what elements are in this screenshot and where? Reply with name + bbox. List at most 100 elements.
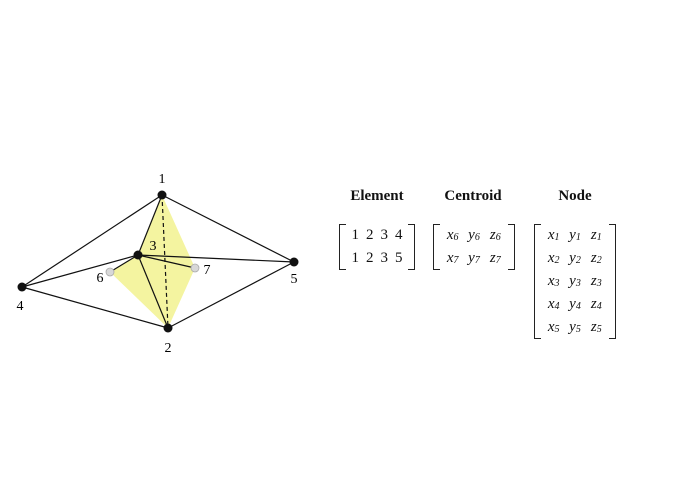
- coordinate-symbol: x: [547, 250, 555, 266]
- edge-3-2: [137, 254, 169, 329]
- coordinate-index: 7: [453, 255, 459, 266]
- coordinate-symbol: z: [590, 296, 597, 312]
- node-matrix-cell: x2: [547, 247, 561, 270]
- edge-1-5: [161, 194, 295, 263]
- element-matrix-cell: 5: [395, 250, 403, 266]
- coordinate-index: 4: [596, 301, 602, 312]
- coordinate-index: 6: [453, 232, 459, 243]
- edge-4-3: [21, 254, 139, 288]
- node-2-dot: [163, 323, 173, 333]
- coordinate-index: 2: [596, 255, 602, 266]
- coordinate-symbol: x: [446, 250, 454, 266]
- connector-6-3: [109, 254, 139, 273]
- centroid-matrix-cell: y6: [467, 224, 481, 247]
- centroid-6-dot: [105, 267, 115, 277]
- coordinate-symbol: y: [569, 250, 576, 266]
- coordinate-symbol: z: [489, 227, 496, 243]
- coordinate-symbol: z: [590, 227, 597, 243]
- node-heading: Node: [558, 188, 592, 204]
- coordinate-index: 3: [575, 278, 581, 289]
- element-matrix-cell: 2: [366, 227, 374, 243]
- coordinate-index: 4: [575, 301, 581, 312]
- node-3-dot: [133, 250, 143, 260]
- node-5-label: 5: [291, 272, 298, 287]
- element-matrix-cell: 4: [395, 227, 403, 243]
- node-1-dot: [157, 190, 167, 200]
- coordinate-symbol: y: [468, 250, 475, 266]
- coordinate-symbol: z: [590, 250, 597, 266]
- element-matrix-cell: 1: [351, 227, 360, 243]
- edge-3-5: [137, 254, 295, 263]
- element-matrix-cell: 3: [380, 227, 389, 243]
- coordinate-index: 2: [575, 255, 581, 266]
- node-3-label: 3: [150, 239, 157, 254]
- coordinate-index: 4: [554, 301, 560, 312]
- coordinate-index: 1: [575, 232, 581, 243]
- centroid-7-label: 7: [204, 263, 211, 278]
- centroid-6-label: 6: [97, 271, 104, 286]
- coordinate-symbol: y: [569, 296, 576, 312]
- shaded-element-faces: [110, 195, 195, 328]
- coordinate-symbol: x: [547, 296, 555, 312]
- node-matrix-cell: y3: [568, 270, 582, 293]
- coordinate-index: 1: [596, 232, 602, 243]
- coordinate-symbol: y: [569, 227, 576, 243]
- node-matrix-cell: z3: [589, 270, 603, 293]
- coordinate-index: 6: [474, 232, 480, 243]
- coordinate-index: 3: [554, 278, 560, 289]
- node-matrix-cell: z2: [589, 247, 603, 270]
- node-matrix-cell: x4: [547, 293, 561, 316]
- coordinate-index: 5: [596, 324, 602, 335]
- coordinate-symbol: z: [590, 319, 597, 335]
- node-matrix-cell: z5: [589, 316, 603, 339]
- coordinate-index: 1: [554, 232, 560, 243]
- node-matrix-cell: z4: [589, 293, 603, 316]
- node-4-label: 4: [17, 299, 24, 314]
- centroid-7-dot: [190, 263, 200, 273]
- node-5-dot: [289, 257, 299, 267]
- coordinate-symbol: z: [590, 273, 597, 289]
- coordinate-symbol: z: [489, 250, 496, 266]
- coordinate-symbol: x: [547, 319, 555, 335]
- coordinate-symbol: x: [547, 227, 555, 243]
- node-matrix-cell: y2: [568, 247, 582, 270]
- edge-1-4: [21, 194, 163, 288]
- node-matrix-cell: z1: [589, 224, 603, 247]
- coordinate-index: 2: [554, 255, 560, 266]
- node-matrix-cell: y1: [568, 224, 582, 247]
- node-matrix-cell: x3: [547, 270, 561, 293]
- coordinate-index: 5: [575, 324, 581, 335]
- node-matrix-cell: x1: [547, 224, 561, 247]
- coordinate-symbol: x: [446, 227, 454, 243]
- element-matrix-cell: 1: [351, 250, 360, 266]
- coordinate-index: 3: [596, 278, 602, 289]
- node-2-label: 2: [165, 341, 172, 356]
- node-matrix-cell: y4: [568, 293, 582, 316]
- element-heading: Element: [350, 188, 404, 204]
- element-matrix-cell: 2: [366, 250, 374, 266]
- coordinate-index: 6: [495, 232, 501, 243]
- node-matrix-cell: x5: [547, 316, 561, 339]
- coordinate-index: 7: [474, 255, 480, 266]
- centroid-matrix-cell: x7: [446, 247, 460, 270]
- centroid-matrix-cell: z6: [488, 224, 502, 247]
- centroid-matrix-cell: z7: [488, 247, 502, 270]
- centroid-heading: Centroid: [444, 188, 502, 204]
- edge-4-2: [21, 286, 169, 329]
- coordinate-index: 7: [495, 255, 501, 266]
- coordinate-index: 5: [554, 324, 560, 335]
- node-4-dot: [17, 282, 27, 292]
- edge-1-3: [137, 194, 163, 256]
- node-1-label: 1: [159, 172, 166, 187]
